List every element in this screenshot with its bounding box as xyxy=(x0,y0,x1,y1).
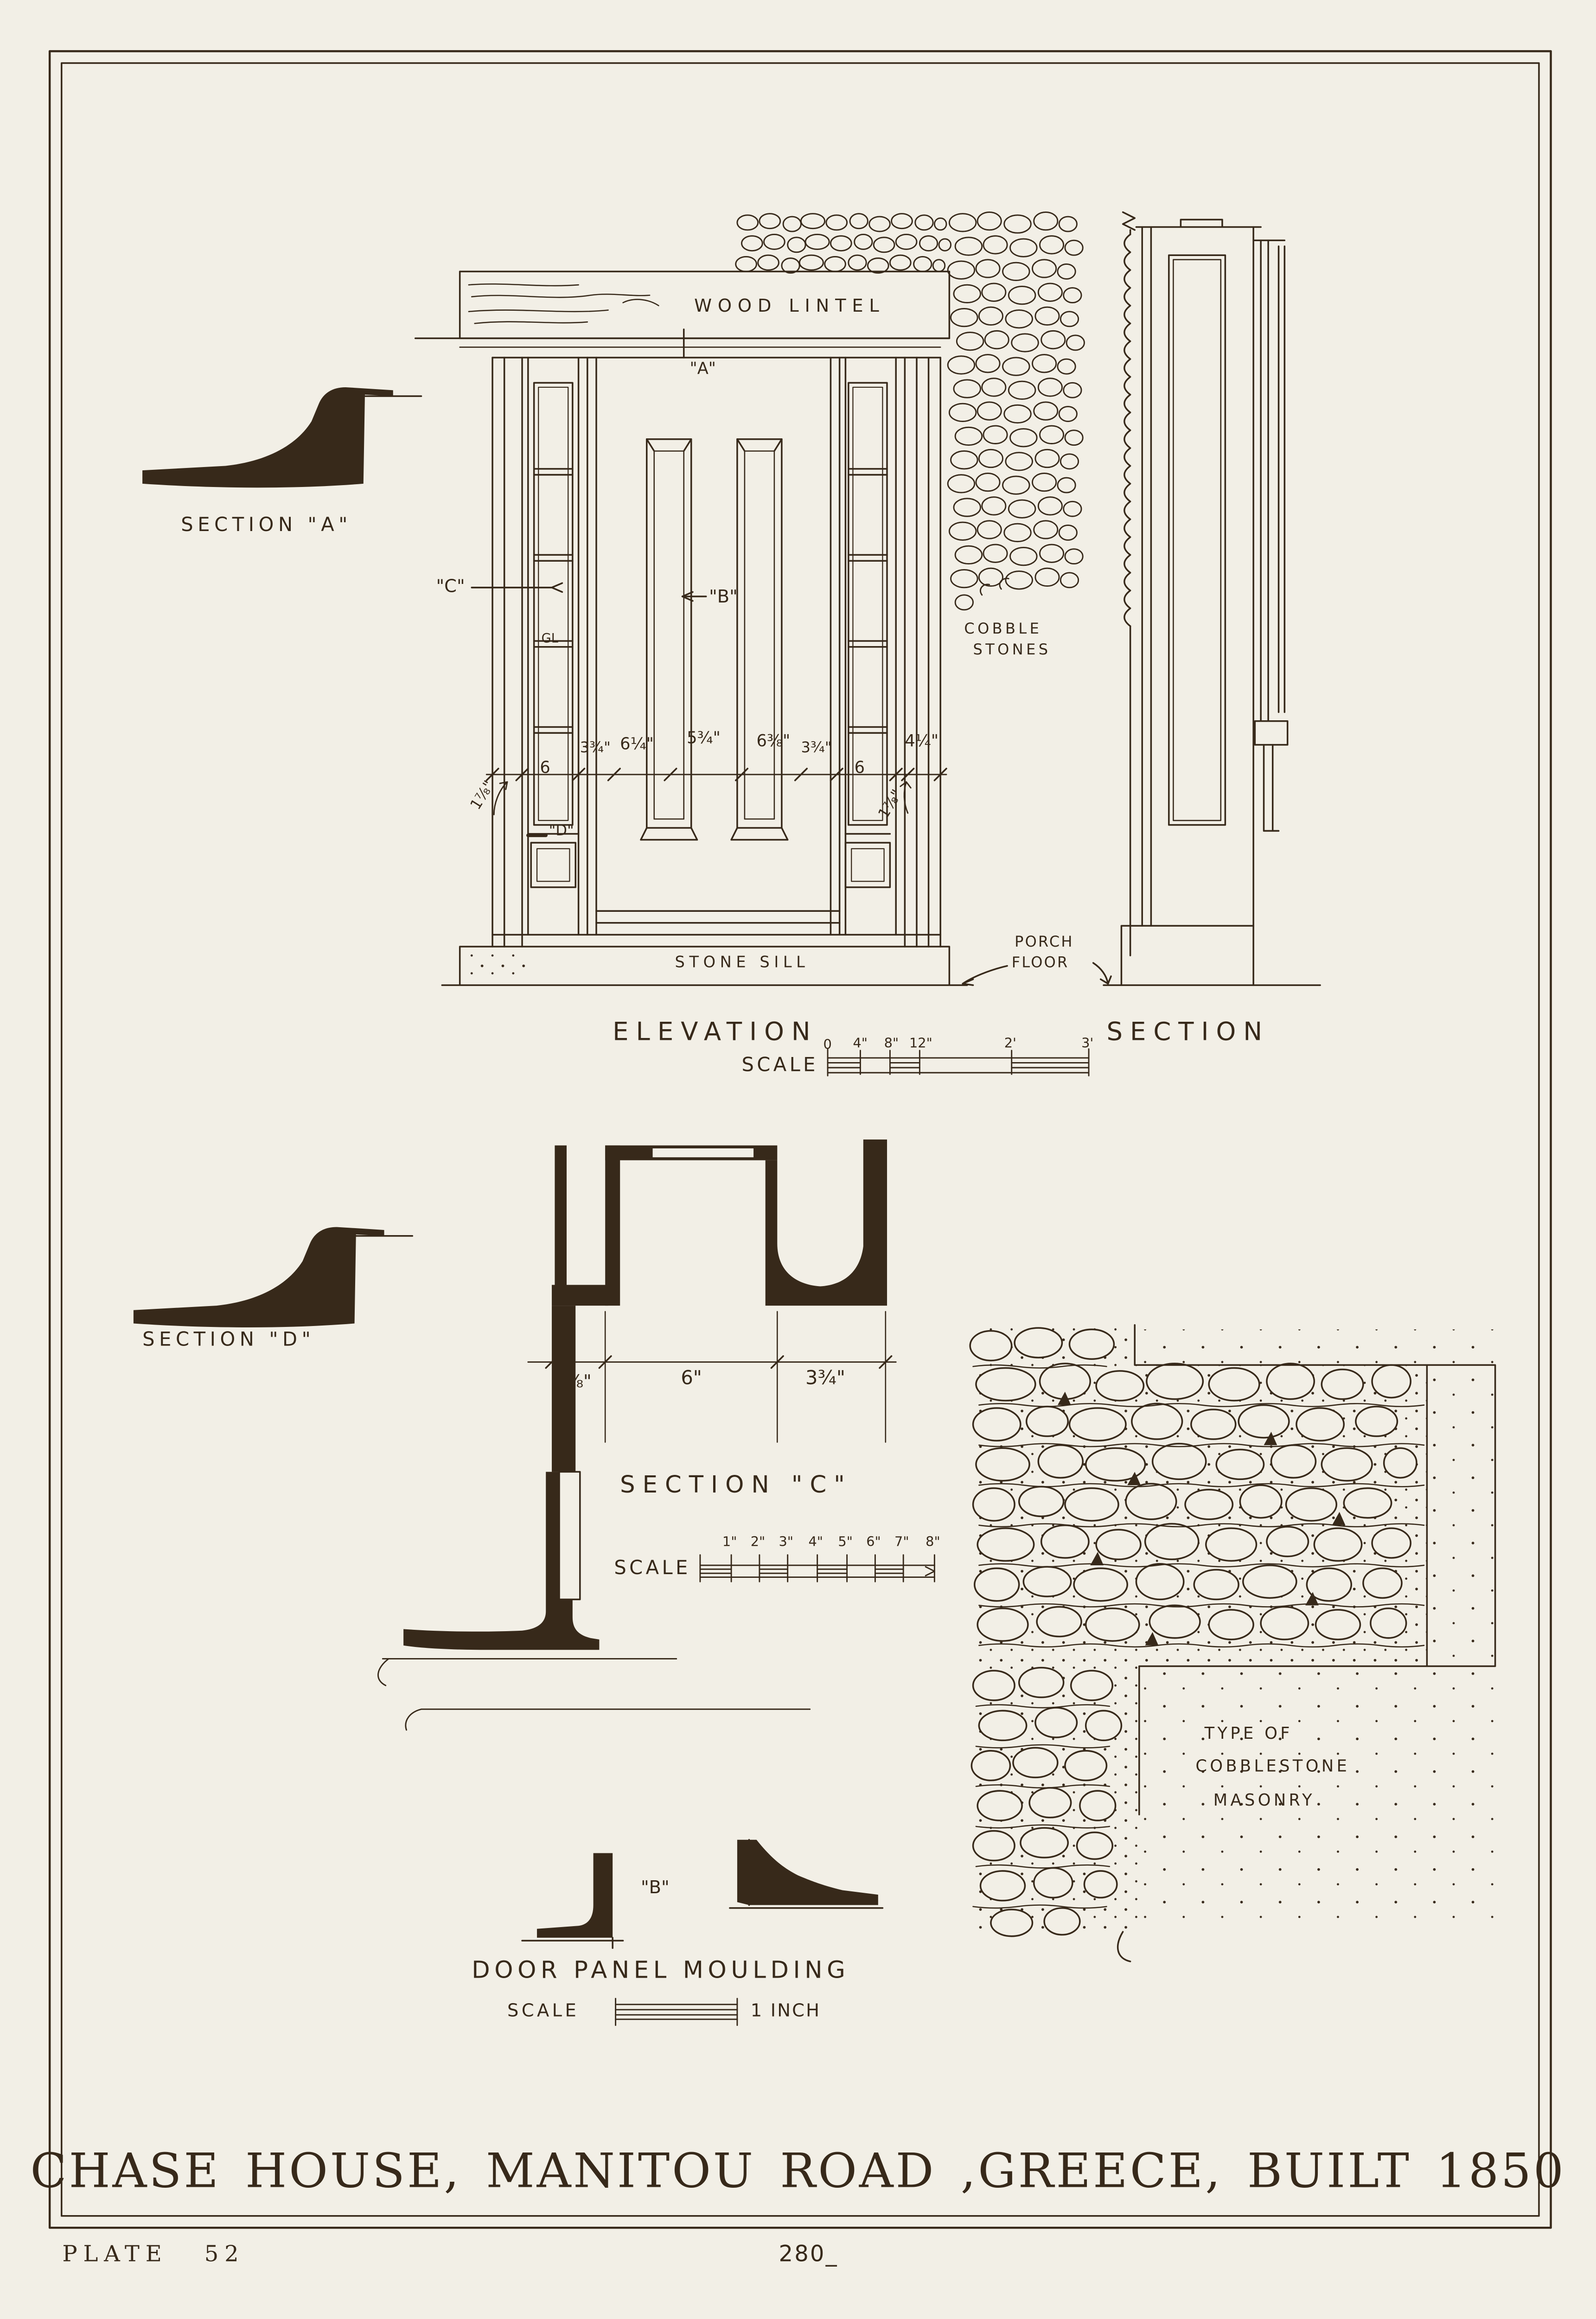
section-a-profile xyxy=(141,386,422,489)
section-c-profile xyxy=(377,1139,935,1731)
door-panels xyxy=(640,438,789,841)
scale-in-tick-2: 2" xyxy=(750,1535,766,1550)
section-d-caption: SECTION "D" xyxy=(142,1329,315,1352)
dim-4: 6¼" xyxy=(620,734,654,754)
masonry-label-1: TYPE OF xyxy=(1204,1724,1293,1743)
masonry-detail xyxy=(969,1324,1498,1962)
section-c-caption: SECTION "C" xyxy=(620,1470,852,1499)
section-d-profile xyxy=(133,1226,414,1328)
elevation-caption: ELEVATION xyxy=(613,1018,818,1048)
scale-feet-tick-4: 2' xyxy=(1004,1037,1016,1052)
plate-number: PLATE 52 xyxy=(62,2240,245,2268)
scale-bar-feet xyxy=(827,1048,1090,1076)
chink-stones xyxy=(1057,1391,1346,1646)
cobble-stones-label-2: STONES xyxy=(973,642,1051,659)
masonry-label-2: COBBLESTONE xyxy=(1195,1756,1350,1776)
dim-7: 3¾" xyxy=(801,740,832,757)
section-c-dim-1: 1⅞" xyxy=(555,1371,592,1392)
porch-floor-label-1: PORCH xyxy=(1015,935,1074,951)
dim-10: 4¼" xyxy=(905,731,939,751)
scale-in-tick-4: 4" xyxy=(808,1535,824,1550)
scale-feet-tick-0: 0 xyxy=(823,1038,832,1054)
wood-grain xyxy=(468,283,659,324)
section-caption: SECTION xyxy=(1106,1018,1270,1048)
dim-6: 6⅜" xyxy=(756,731,791,751)
scale-feet-tick-1: 4" xyxy=(853,1037,868,1052)
moulding-scale-label: SCALE xyxy=(507,2000,580,2021)
section-c-dim-3: 3¾" xyxy=(805,1368,845,1390)
page-frame xyxy=(48,50,1552,2229)
stone-sill-label: STONE SILL xyxy=(675,954,810,972)
marker-d-label: "D" xyxy=(549,823,574,840)
scale-in-tick-7: 7" xyxy=(894,1535,909,1550)
elevation-dim-line xyxy=(485,768,947,815)
scale-bar-inches xyxy=(699,1554,935,1582)
dim-3: 3¾" xyxy=(580,740,611,757)
scale-in-tick-3: 3" xyxy=(779,1535,794,1550)
moulding-b-marker: "B" xyxy=(640,1877,670,1898)
scale-inches-label: SCALE xyxy=(614,1557,691,1580)
scale-in-tick-1: 1" xyxy=(722,1535,737,1550)
wood-lintel-label: WOOD LINTEL xyxy=(694,295,885,316)
elevation-drawing xyxy=(414,211,1112,986)
masonry-label-3: MASONRY xyxy=(1213,1791,1315,1810)
scale-in-tick-6: 6" xyxy=(866,1535,881,1550)
moulding-scale-value: 1 INCH xyxy=(750,2000,821,2021)
section-c-dim-2: 6" xyxy=(681,1368,702,1390)
glass-label: GL xyxy=(541,632,558,647)
marker-a-label: "A" xyxy=(689,359,716,378)
section-a-caption: SECTION "A" xyxy=(181,515,352,538)
cobblestone-field xyxy=(734,211,1085,611)
moulding-b-profile xyxy=(521,1839,884,2026)
dim-2: 6 xyxy=(540,758,550,778)
dim-5: 5¾" xyxy=(687,728,721,748)
scale-feet-tick-2: 8" xyxy=(884,1037,899,1052)
scale-in-tick-8: 8" xyxy=(926,1535,940,1550)
cobbles xyxy=(969,1327,1417,1937)
scale-feet-tick-5: 3' xyxy=(1081,1037,1094,1052)
plate-title: CHASE HOUSE, MANITOU ROAD ,GREECE, BUILT… xyxy=(30,2142,1566,2199)
section-drawing xyxy=(1103,211,1321,986)
marker-b-label: "B" xyxy=(709,586,738,607)
scale-in-tick-5: 5" xyxy=(838,1535,853,1550)
moulding-scale-bar xyxy=(615,1998,738,2026)
moulding-caption: DOOR PANEL MOULDING xyxy=(472,1955,850,1984)
cobble-stones-label-1: COBBLE xyxy=(964,621,1042,638)
porch-floor-label-2: FLOOR xyxy=(1011,955,1069,972)
page-number: 280_ xyxy=(779,2240,838,2268)
dim-8: 6 xyxy=(854,758,865,778)
marker-c-label: "C" xyxy=(436,576,465,596)
mortar-lines xyxy=(972,1364,1425,1909)
scale-feet-tick-3: 12" xyxy=(909,1037,932,1052)
scale-feet-label: SCALE xyxy=(741,1055,818,1077)
